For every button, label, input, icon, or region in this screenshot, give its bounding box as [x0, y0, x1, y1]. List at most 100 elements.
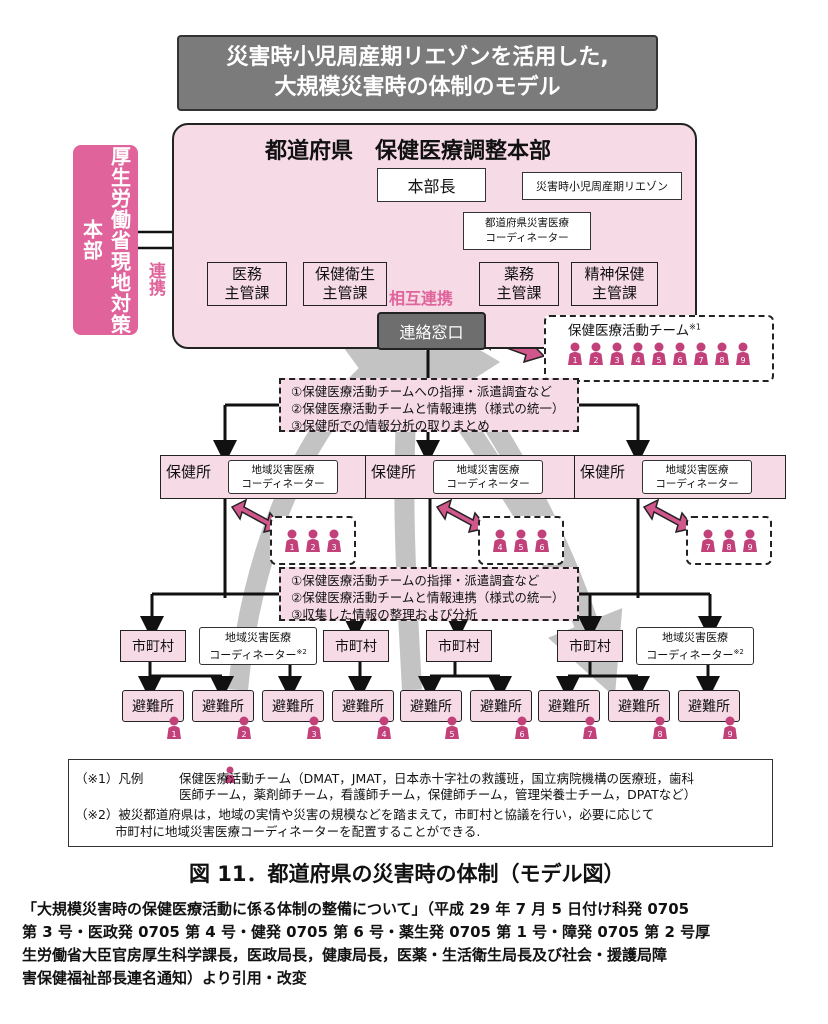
- contact-window: 連絡窓口: [377, 312, 486, 350]
- shelter-person-9: 9: [723, 716, 737, 739]
- team-person-1-number: 1: [572, 356, 577, 365]
- dept-mental-line-1: 精神保健: [584, 265, 645, 283]
- team-person-3-number: 3: [614, 356, 619, 365]
- health-center-label-1: 保健所: [166, 463, 212, 481]
- shelter-person-7: 7: [583, 716, 597, 739]
- municipality-4: 市町村: [557, 630, 623, 662]
- renkei-label: 連携: [145, 262, 165, 296]
- shelter-person-5: 5: [445, 716, 459, 739]
- team-person-5-number: 5: [656, 356, 661, 365]
- mhlw-box: 厚生労働省現地対策本部: [73, 145, 138, 335]
- team-person-6-number: 6: [677, 356, 682, 365]
- municipality-2: 市町村: [323, 630, 389, 662]
- hc-team-person-9: 9: [743, 529, 757, 552]
- mhlw-link: [138, 230, 172, 250]
- mc1-line-2-text: コーディネーター: [209, 648, 297, 662]
- team-person-2-number: 2: [593, 356, 598, 365]
- team-person-7: 7: [694, 342, 708, 365]
- shelter-person-1-number: 1: [171, 730, 176, 739]
- dept-medical: 医務 主管課: [207, 262, 287, 306]
- mc1-line-2: コーディネーター※2: [209, 645, 307, 663]
- local-coordinator-3-line-1: 地域災害医療: [665, 464, 729, 476]
- municipality-3: 市町村: [426, 630, 492, 662]
- shelter-person-2-number: 2: [241, 730, 246, 739]
- hc-team-person-4: 4: [493, 529, 507, 552]
- hc-team-person-5: 5: [514, 529, 528, 552]
- team-person-5: 5: [652, 342, 666, 365]
- municipality-coordinator-1: 地域災害医療 コーディネーター※2: [199, 627, 317, 665]
- hc-team-person-8: 8: [722, 529, 736, 552]
- shelter-person-8-number: 8: [657, 730, 662, 739]
- team-person-2: 2: [589, 342, 603, 365]
- team-people: 1 2 3 4 5 6 7 8 9: [566, 342, 756, 372]
- team-person-8: 8: [715, 342, 729, 365]
- legend-note1-mark: （※1）凡例: [75, 771, 144, 786]
- legend-note2-line1: （※2）被災都道府県は，地域の実情や災害の規模などを踏まえて，市町村と協議を行い…: [75, 807, 655, 822]
- team-person-8-number: 8: [719, 356, 724, 365]
- team-label: 保健医療活動チーム: [568, 323, 690, 339]
- mc1-line-1: 地域災害医療: [225, 630, 291, 644]
- hc-team-person-4-number: 4: [497, 543, 502, 552]
- shelter-7: 避難所: [538, 690, 600, 722]
- team-person-9: 9: [736, 342, 750, 365]
- source-block: 「大規模災害時の保健医療活動に係る体制の整備について」（平成 29 年 7 月 …: [22, 898, 710, 990]
- mc1-mark: ※2: [296, 647, 307, 656]
- hc-team-box-2: 4 5 6: [478, 516, 564, 565]
- hc-team-person-6: 6: [535, 529, 549, 552]
- dept-pharma-line-2: 主管課: [496, 284, 542, 302]
- source-line-3: 生労働省大臣官房厚生科学課長，医政局長，健康局長，医薬・生活衛生局長及び社会・援…: [22, 946, 668, 964]
- team-person-4-number: 4: [635, 356, 640, 365]
- dept-health-line-2: 主管課: [322, 284, 368, 302]
- dept-health-line-1: 保健衛生: [314, 265, 375, 283]
- prefecture-coordinator-box: 都道府県災害医療 コーディネーター: [463, 212, 591, 250]
- title-line-2: 大規模災害時の体制のモデル: [274, 75, 561, 100]
- instr1-line-2: ②保健医療活動チームと情報連携（様式の統一）: [291, 401, 565, 416]
- local-coordinator-1-line-2: コーディネーター: [241, 478, 325, 490]
- mc2-line-2-text: コーディネーター: [646, 648, 734, 662]
- hc-team-person-5-number: 5: [518, 543, 523, 552]
- legend-person-icon: [225, 766, 235, 783]
- municipality-1: 市町村: [120, 630, 186, 662]
- health-center-label-3: 保健所: [580, 463, 626, 481]
- hc-team-person-6-number: 6: [539, 543, 544, 552]
- local-coordinator-2-line-1: 地域災害医療: [456, 464, 520, 476]
- instr2-line-2: ②保健医療活動チームと情報連携（様式の統一）: [291, 590, 565, 605]
- shelter-person-6: 6: [515, 716, 529, 739]
- shelter-person-7-number: 7: [587, 730, 592, 739]
- shelter-person-1: 1: [167, 716, 181, 739]
- hq-box: [172, 123, 697, 349]
- mc2-line-2: コーディネーター※2: [646, 645, 744, 663]
- hc-team-person-9-number: 9: [747, 543, 752, 552]
- dept-mental-line-2: 主管課: [591, 284, 637, 302]
- diagram-title: 災害時小児周産期リエゾンを活用した, 大規模災害時の体制のモデル: [177, 35, 658, 111]
- local-coordinator-1: 地域災害医療コーディネーター: [228, 460, 338, 494]
- shelter-person-4: 4: [377, 716, 391, 739]
- team-box-label: 保健医療活動チーム※1: [568, 319, 701, 340]
- team-person-1: 1: [568, 342, 582, 365]
- team-person-6: 6: [673, 342, 687, 365]
- dept-pharma: 薬務 主管課: [479, 262, 559, 306]
- shelter-person-8: 8: [653, 716, 667, 739]
- instr2-line-1: ①保健医療活動チームの指揮・派遣調査など: [291, 573, 540, 588]
- shelter-person-9-number: 9: [727, 730, 732, 739]
- shelter-3: 避難所: [262, 690, 324, 722]
- local-coordinator-3: 地域災害医療コーディネーター: [642, 460, 752, 494]
- hc-team-person-7-number: 7: [705, 543, 710, 552]
- legend-note1-line2: 医師チーム，薬剤師チーム，看護師チーム，保健師チーム，管理栄養士チーム，DPAT…: [179, 787, 697, 802]
- local-coordinator-2: 地域災害医療コーディネーター: [433, 460, 543, 494]
- health-center-label-2: 保健所: [371, 463, 417, 481]
- figure-caption: 図 11．都道府県の災害時の体制（モデル図）: [189, 862, 625, 886]
- source-line-2: 第 3 号・医政発 0705 第 4 号・健発 0705 第 6 号・薬生発 0…: [22, 923, 711, 941]
- mutual-label: 相互連携: [389, 289, 454, 308]
- local-coordinator-3-line-2: コーディネーター: [655, 478, 739, 490]
- shelter-person-4-number: 4: [381, 730, 386, 739]
- source-line-1: 「大規模災害時の保健医療活動に係る体制の整備について」（平成 29 年 7 月 …: [22, 900, 690, 918]
- team-person-4: 4: [631, 342, 645, 365]
- hc-team-person-3-number: 3: [331, 543, 336, 552]
- mc2-mark: ※2: [733, 647, 744, 656]
- shelter-8: 避難所: [608, 690, 670, 722]
- legend-note1-line1: 保健医療活動チーム（DMAT，JMAT，日本赤十字社の救護班，国立病院機構の医療…: [179, 771, 694, 786]
- shelter-person-5-number: 5: [449, 730, 454, 739]
- instr1-line-3: ③保健所での情報分析の取りまとめ: [291, 418, 490, 433]
